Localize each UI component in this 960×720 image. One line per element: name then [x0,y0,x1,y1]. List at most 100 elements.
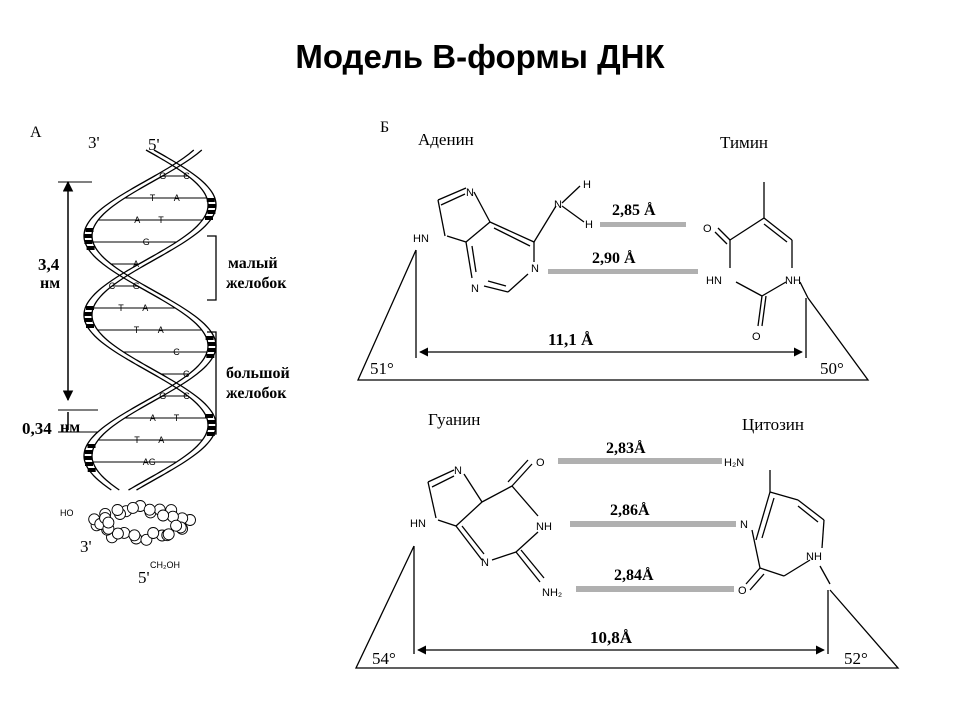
base-right-label: G [143,237,150,247]
helix-atom [128,529,141,542]
rise-unit: нм [60,419,80,436]
thymine-o4: O [703,223,712,235]
strand-1-edge-1 [83,149,209,491]
pitch-value: 3,4 [38,255,60,274]
cytosine-nh2: H₂N [724,457,744,469]
base-right-label: A [133,259,139,269]
helix-atom [147,527,160,539]
adenine-n6: N [554,199,562,211]
thymine-o2: O [752,331,761,343]
guanine-n7: N [454,465,462,477]
end-5-top: 5' [148,135,160,154]
ch2oh-label: CH₂OH [150,560,180,570]
adenine-label: Аденин [418,130,474,149]
adenine-nh9: HN [413,233,429,245]
helix-atom [162,528,175,541]
guanine-structure [427,459,545,583]
strand-2-edge-1 [83,149,209,491]
at-bond-1-label: 2,85 Å [612,201,656,219]
gc-bond-3-label: 2,84Å [614,566,654,584]
adenine-h1: H [583,179,591,191]
base-right-label: C [183,171,190,181]
adenine-h2: H [585,219,593,231]
helix-atom [157,509,170,522]
guanine-nh9: HN [410,518,426,530]
helix-atom [170,519,183,532]
guanine-nh2: NH₂ [542,587,562,599]
gc-hbond-2 [570,521,736,527]
adenine-n1: N [531,263,539,275]
strand-2-shade [84,456,92,460]
strand-2-shade [205,336,214,340]
at-angle-right: 50° [820,359,844,378]
strand-2-shade [84,234,93,238]
gc-angle-left: 54° [372,649,396,668]
at-bond-2-label: 2,90 Å [592,249,636,267]
strand-1-shade [84,312,93,316]
base-left-label: T [150,193,156,203]
strand-1-shade [86,324,94,328]
end-3-top: 3' [88,133,100,152]
at-angle-left: 51° [370,359,394,378]
thymine-label: Тимин [720,133,768,152]
base-right-label: C [183,369,190,379]
base-left-label: T [134,435,140,445]
major-groove-bracket [207,331,217,435]
strand-1-shade [205,216,213,220]
strand-1-shade [207,420,216,424]
strand-2-shade [206,354,215,358]
major-groove-label-1: большой [226,365,290,382]
gc-geometry-lines [354,545,900,669]
panel-b-label: Б [380,119,389,136]
guanine-o6: O [536,457,545,469]
strand-2-shade [85,228,94,232]
strand-1-shade [207,210,216,214]
base-left-label: G [159,391,166,401]
strand-2-shade [207,342,216,346]
strand-2-shade [207,348,216,352]
base-right-label: C [183,391,190,401]
pitch-unit: нм [40,275,60,292]
base-left-label: T [134,325,140,335]
base-left-label: C [109,281,116,291]
strand-2-shade [85,462,93,466]
strand-2-shade [87,444,96,448]
base-left-label: T [118,303,124,313]
cytosine-structure [745,470,831,591]
rise-value: 0,34 [22,419,52,438]
strand-2-shade [87,468,96,472]
cytosine-n3: N [740,519,748,531]
adenine-n3: N [471,283,479,295]
base-right-label: A [142,303,148,313]
gc-hbond-1 [558,458,722,464]
strand-1-shade [84,318,93,322]
at-geometry-lines [356,249,870,381]
helix-strands [83,149,217,491]
cytosine-n1h: NH [806,551,822,563]
strand-1-shade [86,306,94,310]
base-right-label: C [173,347,180,357]
guanine-n3: N [481,557,489,569]
strand-2-shade [84,450,93,454]
base-right-label: A [174,193,180,203]
gc-bond-1-label: 2,83Å [606,439,646,457]
helix-end-model [88,500,196,546]
thymine-n1h: NH [785,275,801,287]
strand-1-shade [208,426,216,430]
base-right-label: A [158,435,164,445]
minor-groove-label-2: желобок [226,275,287,292]
strand-2-shade [84,240,93,244]
gc-hbond-3 [576,586,734,592]
guanine-n1h: NH [536,521,552,533]
base-right-label: G [133,281,140,291]
strand-2-shade [86,246,95,250]
base-left-label: A [150,413,156,423]
adenine-structure [437,185,585,293]
end-5-bottom: 5' [138,568,150,587]
gc-bond-2-label: 2,86Å [610,501,650,519]
strand-1-shade [205,414,213,418]
cytosine-label: Цитозин [742,415,804,434]
